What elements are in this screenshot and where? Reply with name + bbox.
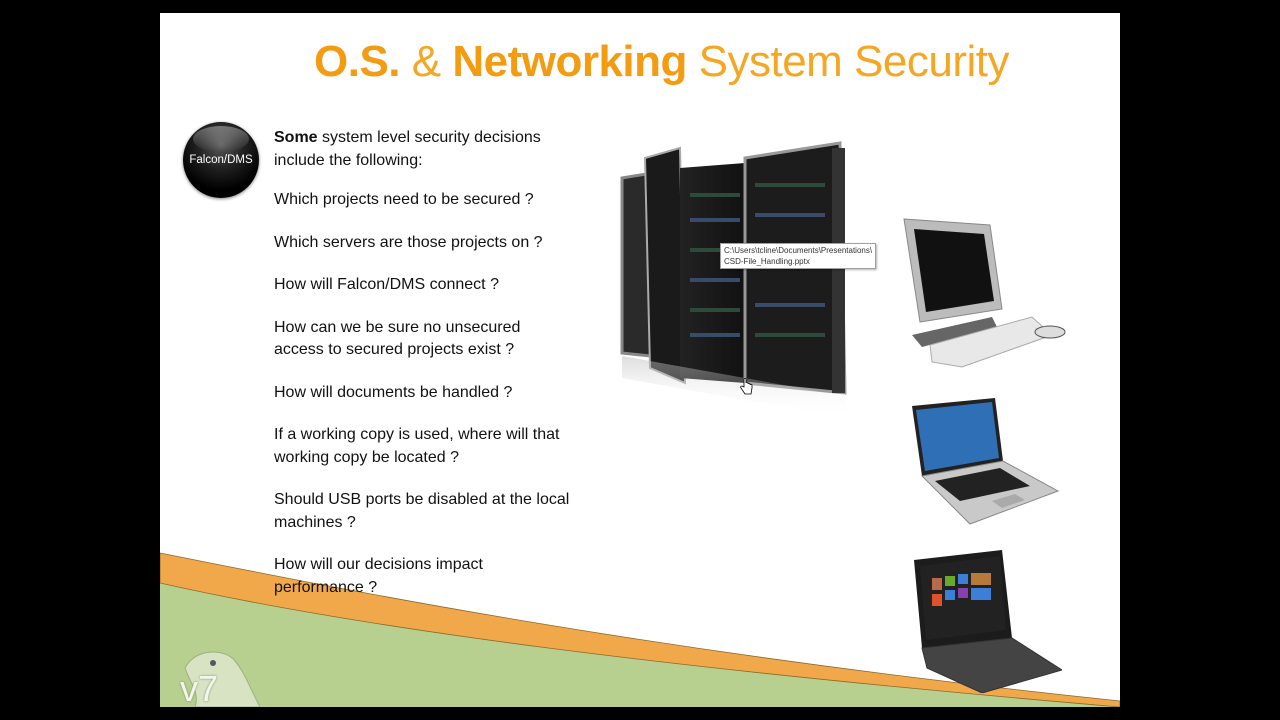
version-logo-text: v7	[180, 668, 219, 707]
hand-cursor-icon	[740, 378, 753, 395]
desktop-computer-image[interactable]	[902, 217, 1072, 372]
question-item: Which projects need to be secured ?	[274, 191, 534, 208]
title-os: O.S.	[314, 37, 412, 86]
slide-title: O.S. & Networking System Security	[314, 37, 1010, 87]
question-list: Some system level security decisions inc…	[274, 127, 574, 619]
decorative-swoosh	[160, 552, 1120, 707]
badge-label: Falcon/DMS	[189, 154, 253, 166]
title-system-security: System Security	[686, 37, 1010, 86]
title-networking: Networking	[452, 37, 687, 86]
server-rack-image[interactable]	[600, 138, 860, 418]
tooltip-filename: CSD-File_Handling.pptx	[724, 257, 810, 266]
intro-bold: Some	[274, 129, 318, 146]
question-item: Should USB ports be disabled at the loca…	[274, 491, 570, 531]
file-path-tooltip: C:\Users\tcline\Documents\Presentations\…	[720, 243, 877, 269]
falcon-dms-badge: Falcon/DMS	[183, 122, 259, 198]
tablet-image[interactable]	[912, 548, 1062, 693]
intro-rest: system level security decisions include …	[274, 129, 541, 169]
question-item: How will documents be handled ?	[274, 383, 513, 401]
tooltip-path: C:\Users\tcline\Documents\Presentations\	[724, 246, 873, 255]
intro-text: Some system level security decisions inc…	[274, 127, 574, 172]
question-item: Which servers are those projects on ?	[274, 233, 543, 251]
falcon-logo-icon	[184, 651, 261, 707]
question-item: If a working copy is used, where will th…	[274, 426, 560, 466]
question-item: How will Falcon/DMS connect ?	[274, 276, 499, 293]
question-item: How will our decisions impact performanc…	[274, 556, 483, 596]
presentation-slide: O.S. & Networking System Security Falcon…	[160, 13, 1120, 707]
question-item: How can we be sure no unsecured access t…	[274, 318, 521, 359]
title-ampersand: &	[411, 37, 453, 86]
laptop-image[interactable]	[910, 396, 1065, 526]
